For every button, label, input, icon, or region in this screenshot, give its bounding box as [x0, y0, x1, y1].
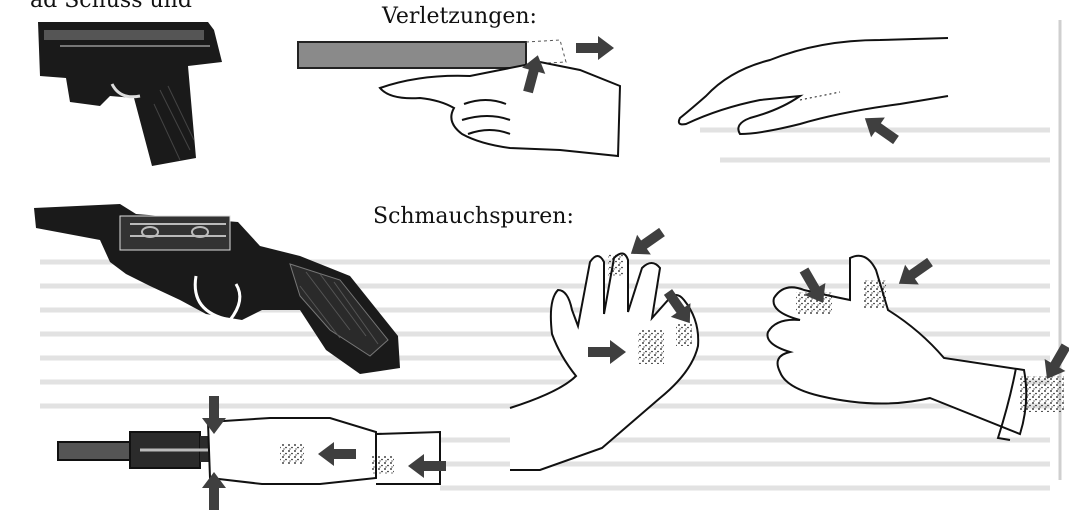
- revolver-illustration: [34, 204, 400, 374]
- cylinder-gap-illustration: [58, 396, 446, 510]
- pistol-illustration: [38, 22, 222, 166]
- page-top-text-fragment: ad Schuss und: [30, 0, 192, 13]
- hand-injury-illustration: [679, 38, 948, 150]
- hand-palm-gsr-illustration: [767, 252, 1069, 440]
- heading-injuries: Verletzungen:: [382, 4, 537, 29]
- slide-injury-illustration: [298, 36, 620, 156]
- heading-gunshot-residue: Schmauchspuren:: [373, 204, 574, 229]
- hand-fingers-gsr-illustration: [510, 222, 700, 470]
